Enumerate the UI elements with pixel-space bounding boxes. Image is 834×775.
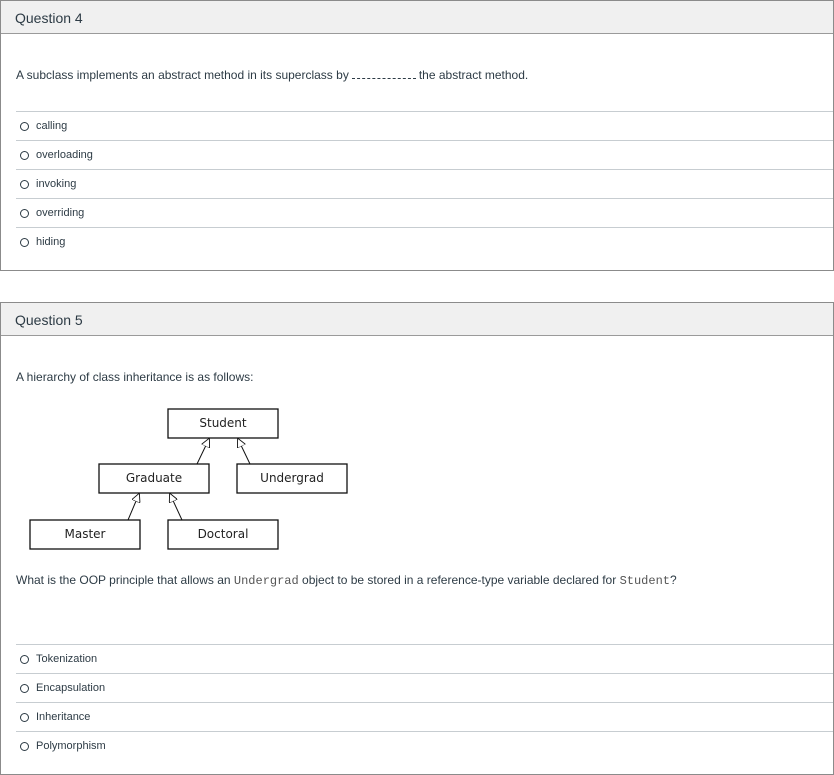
master-to-graduate-arrow xyxy=(127,494,139,521)
question-4-answers: calling overloading invoking overriding … xyxy=(16,111,833,256)
question-5-intro: A hierarchy of class inheritance is as f… xyxy=(16,370,254,384)
question-4-title: Question 4 xyxy=(15,10,83,26)
answer-label: calling xyxy=(36,120,68,132)
answer-label: Inheritance xyxy=(36,711,91,723)
question-4-header: Question 4 xyxy=(1,1,833,34)
answer-option-invoking[interactable]: invoking xyxy=(16,169,833,198)
radio-button[interactable] xyxy=(20,741,29,751)
question-4-text-before: A subclass implements an abstract method… xyxy=(16,68,349,82)
radio-button[interactable] xyxy=(20,654,29,664)
answer-option-overriding[interactable]: overriding xyxy=(16,198,833,227)
answer-label: overloading xyxy=(36,149,93,161)
undergrad-to-student-arrow xyxy=(238,439,251,465)
radio-button[interactable] xyxy=(20,179,29,189)
question-5-card: Question 5 A hierarchy of class inherita… xyxy=(0,302,834,775)
master-box xyxy=(29,519,141,550)
master-label: Master xyxy=(65,527,106,541)
fill-blank xyxy=(351,68,416,79)
doctoral-to-graduate-arrow xyxy=(170,494,183,521)
code-student: Student xyxy=(619,574,670,588)
question-4-card: Question 4 A subclass implements an abst… xyxy=(0,0,834,271)
answer-label: invoking xyxy=(36,178,77,190)
graduate-to-student-arrow xyxy=(196,439,209,465)
radio-button[interactable] xyxy=(20,150,29,160)
answer-label: hiding xyxy=(36,236,66,248)
graduate-box xyxy=(98,463,210,494)
graduate-label: Graduate xyxy=(126,471,182,485)
answer-label: overriding xyxy=(36,207,85,219)
student-box xyxy=(167,408,279,439)
undergrad-label: Undergrad xyxy=(260,471,324,485)
answer-option-polymorphism[interactable]: Polymorphism xyxy=(16,731,833,760)
class-hierarchy-diagram: Student Graduate Undergrad Master Doctor… xyxy=(29,408,348,550)
student-label: Student xyxy=(199,416,247,430)
question-5-header: Question 5 xyxy=(1,303,833,336)
prompt-part-a: What is the OOP principle that allows an xyxy=(16,573,231,587)
answer-label: Encapsulation xyxy=(36,682,106,694)
question-5-prompt: What is the OOP principle that allows an… xyxy=(16,573,677,588)
doctoral-label: Doctoral xyxy=(198,527,249,541)
question-5-title: Question 5 xyxy=(15,312,83,328)
answer-option-overloading[interactable]: overloading xyxy=(16,140,833,169)
answer-option-encapsulation[interactable]: Encapsulation xyxy=(16,673,833,702)
doctoral-box xyxy=(167,519,279,550)
question-4-text: A subclass implements an abstract method… xyxy=(16,68,528,82)
prompt-end: ? xyxy=(670,573,677,587)
undergrad-box xyxy=(236,463,348,494)
answer-label: Tokenization xyxy=(36,653,98,665)
radio-button[interactable] xyxy=(20,121,29,131)
prompt-part-b: object to be stored in a reference-type … xyxy=(302,573,617,587)
answer-option-hiding[interactable]: hiding xyxy=(16,227,833,256)
radio-button[interactable] xyxy=(20,208,29,218)
code-undergrad: Undergrad xyxy=(233,574,299,588)
answer-label: Polymorphism xyxy=(36,740,106,752)
question-4-text-after: the abstract method. xyxy=(418,68,529,82)
answer-option-tokenization[interactable]: Tokenization xyxy=(16,644,833,673)
answer-option-calling[interactable]: calling xyxy=(16,111,833,140)
radio-button[interactable] xyxy=(20,712,29,722)
answer-option-inheritance[interactable]: Inheritance xyxy=(16,702,833,731)
question-5-answers: Tokenization Encapsulation Inheritance P… xyxy=(16,644,833,760)
radio-button[interactable] xyxy=(20,237,29,247)
radio-button[interactable] xyxy=(20,683,29,693)
